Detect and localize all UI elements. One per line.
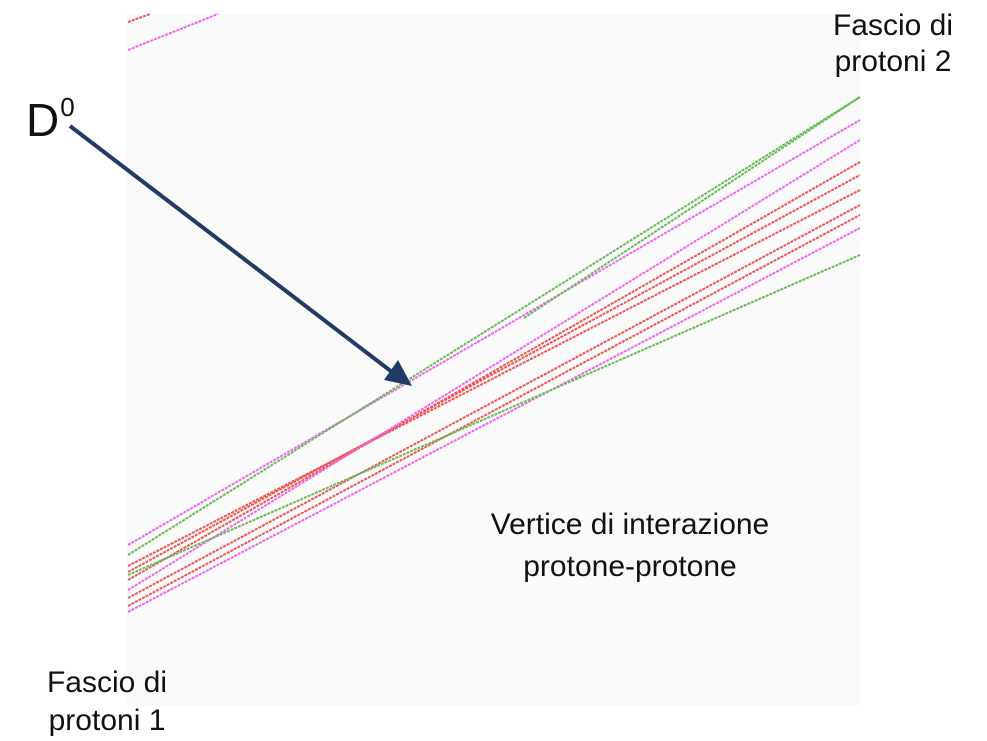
track-magenta-11 [127, 227, 861, 613]
track-red-5 [127, 161, 861, 581]
track-magenta-1 [127, 13, 219, 51]
track-green-13 [523, 96, 861, 319]
track-red-6 [127, 174, 861, 573]
beam-2-label-line1: Fascio di [832, 9, 954, 42]
beam-1-label-line1: Fascio di [46, 666, 168, 699]
d0-label-superscript: 0 [60, 92, 75, 122]
track-green-12 [127, 254, 861, 576]
track-magenta-8 [127, 139, 861, 591]
track-red-7 [127, 189, 861, 567]
d0-arrow [68, 124, 412, 386]
d0-label: D0 [26, 82, 75, 145]
track-red-10 [127, 214, 861, 607]
vertex-label-line1: Vertice di interazione [490, 508, 770, 541]
beam-2-label-line2: protoni 2 [834, 45, 952, 78]
display-panel [127, 14, 860, 706]
track-magenta-3 [127, 119, 861, 546]
beam-1-label-line2: protoni 1 [48, 704, 166, 737]
track-red-9 [127, 204, 861, 599]
vertex-label-line2: protone-protone [523, 550, 737, 583]
vertex-label: Vertice di interazione protone-protone [420, 504, 840, 588]
track-group [127, 13, 861, 613]
beam-2-label: Fascio di protoni 2 [808, 8, 978, 80]
d0-label-base: D [26, 94, 60, 146]
beam-1-label: Fascio di protoni 1 [22, 664, 192, 740]
